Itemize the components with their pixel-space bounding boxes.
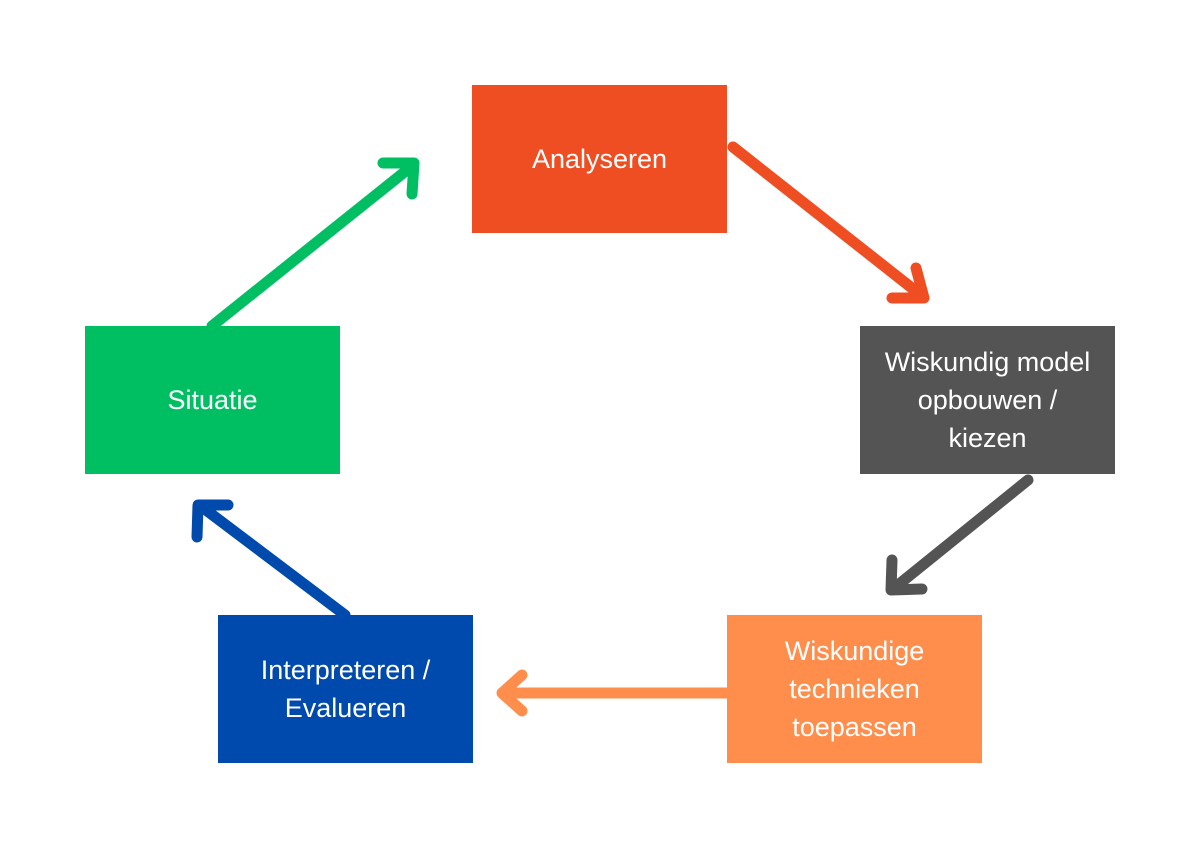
step-situatie-box: Situatie (85, 326, 340, 474)
arrow-shaft (887, 474, 1034, 595)
arrow-head (377, 157, 420, 200)
step-model-label: Wiskundig model opbouwen / kiezen (884, 347, 1091, 453)
arrow-analyseren-to-model (727, 141, 930, 304)
arrow-head (886, 262, 930, 304)
arrow-head (885, 554, 928, 596)
arrow-head (191, 499, 234, 543)
arrow-head (496, 669, 528, 717)
arrow-situatie-to-analyseren (206, 157, 420, 332)
arrow-shaft (206, 160, 418, 332)
arrow-shaft (727, 141, 928, 302)
arrow-interpret-to-situatie (191, 499, 351, 621)
arrow-technieken-to-interpret (496, 669, 733, 717)
step-situatie-label: Situatie (167, 385, 258, 415)
step-analyseren-box: Analyseren (472, 85, 727, 233)
step-analyseren-label: Analyseren (531, 144, 668, 174)
arrow-shaft (196, 501, 351, 621)
step-technieken-box: Wiskundige technieken toepassen (727, 615, 982, 763)
step-model-box: Wiskundig model opbouwen / kiezen (860, 326, 1115, 474)
step-technieken-label: Wiskundige technieken toepassen (784, 636, 925, 742)
arrow-model-to-technieken (885, 474, 1034, 596)
step-interpret-box: Interpreteren / Evalueren (218, 615, 473, 763)
step-interpret-label: Interpreteren / Evalueren (260, 655, 431, 723)
